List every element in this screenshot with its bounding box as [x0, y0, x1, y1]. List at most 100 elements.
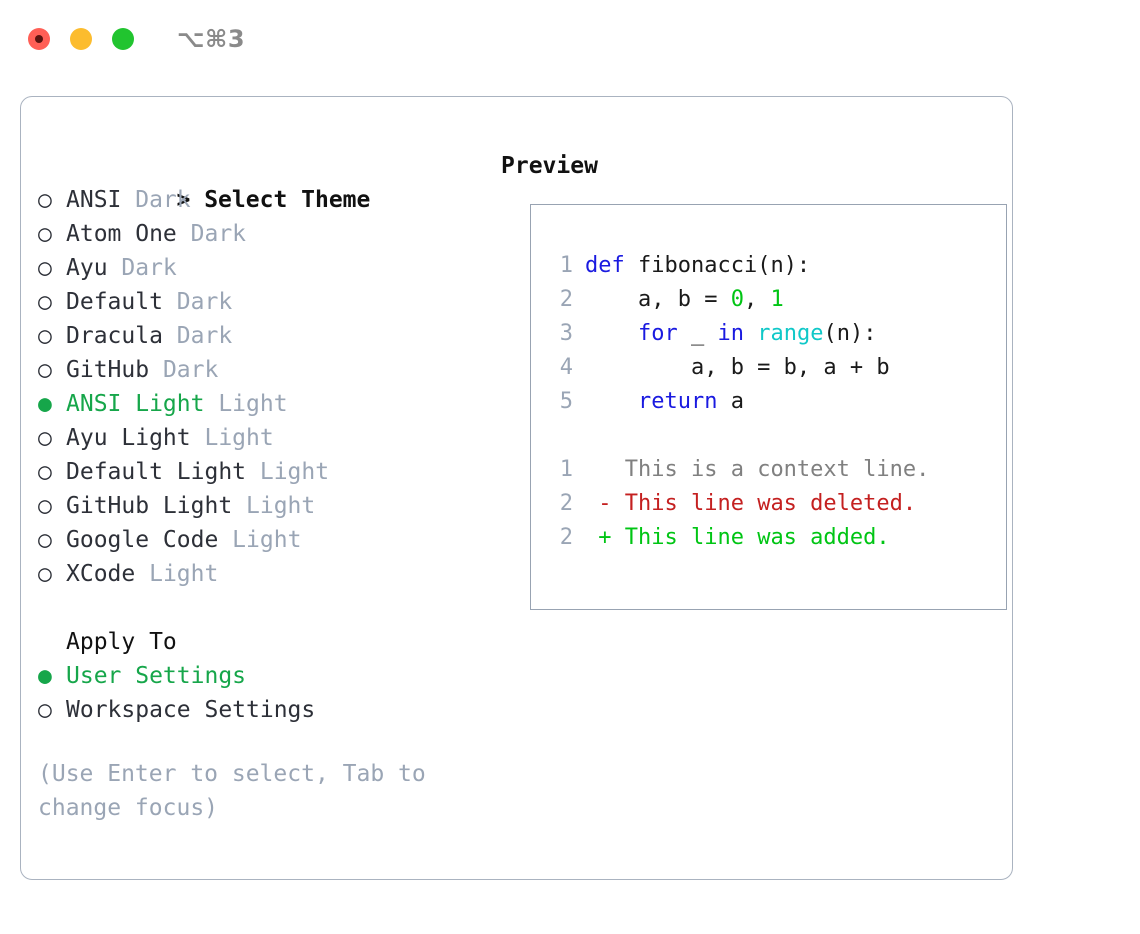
theme-option-ayu[interactable]: ○ Ayu Dark [38, 251, 501, 285]
theme-option-name: GitHub Light [66, 493, 233, 519]
line-number: 2 [559, 491, 573, 516]
theme-option-name: Default Light [66, 459, 247, 485]
code-token-kw: return [637, 389, 718, 414]
code-token-txt: , [743, 287, 771, 312]
theme-option-variant: Dark [107, 255, 177, 281]
radio-unselected-icon: ○ [38, 289, 52, 315]
theme-option-variant: Light [135, 561, 219, 587]
maximize-dot-icon[interactable] [112, 28, 134, 50]
theme-option-name: Dracula [66, 323, 163, 349]
select-theme-header: > Select Theme [38, 149, 501, 213]
theme-option-variant: Dark [176, 221, 247, 247]
theme-option-ansi-light[interactable]: ● ANSI Light Light [38, 387, 501, 421]
diff-sign: - [585, 491, 612, 516]
main-card: > Select Theme ○ANSI Dark○Atom One Dark○… [20, 96, 1013, 880]
code-token-num: 1 [770, 287, 784, 312]
diff-text: This is a context line. [611, 457, 930, 482]
radio-unselected-icon: ○ [38, 425, 52, 451]
radio-unselected-icon: ○ [38, 255, 52, 281]
radio-selected-icon: ● [38, 391, 52, 417]
theme-option-variant: Light [204, 391, 288, 417]
keyboard-shortcut-label: ⌥⌘3 [177, 25, 246, 53]
theme-option-default-light[interactable]: ○ Default Light Light [38, 455, 501, 489]
theme-option-ayu-light[interactable]: ○ Ayu Light Light [38, 421, 501, 455]
theme-option-name: ANSI [66, 187, 122, 213]
theme-option-variant: Light [246, 459, 330, 485]
theme-option-variant: Light [218, 527, 302, 553]
code-token-txt: _ [677, 321, 718, 346]
theme-option-dracula[interactable]: ○Dracula Dark [38, 319, 501, 353]
theme-option-github-light[interactable]: ○ GitHub Light Light [38, 489, 501, 523]
code-token-txt: (n): [823, 321, 877, 346]
theme-option-name: Default [66, 289, 163, 315]
diff-line-del: 2 - This line was deleted. [549, 487, 1006, 521]
radio-unselected-icon: ○ [38, 459, 52, 485]
code-token-txt: fibonacci(n): [624, 253, 811, 278]
apply-to-option-name: User Settings [66, 663, 247, 689]
theme-option-default[interactable]: ○ Default Dark [38, 285, 501, 319]
radio-selected-icon: ● [38, 663, 52, 689]
radio-unselected-icon: ○ [38, 697, 52, 723]
radio-unselected-icon: ○ [38, 493, 52, 519]
diff-sign: + [585, 525, 612, 550]
list-spacer [38, 591, 501, 625]
select-theme-title [190, 187, 204, 213]
close-dot-icon[interactable] [28, 28, 50, 50]
theme-option-name: XCode [66, 561, 136, 587]
select-theme-text: Select Theme [204, 187, 371, 213]
line-number: 3 [559, 321, 573, 346]
line-number: 2 [559, 525, 573, 550]
apply-to-option-workspace-settings[interactable]: ○ Workspace Settings [38, 693, 501, 727]
code-token-txt: a [717, 389, 744, 414]
code-token-kw: def [585, 253, 625, 278]
code-token-txt: a, b = [585, 287, 731, 312]
theme-list: ○ANSI Dark○Atom One Dark○Ayu Dark○Defaul… [38, 183, 501, 591]
line-number: 2 [559, 287, 573, 312]
code-token-num: 0 [730, 287, 744, 312]
diff-line-add: 2 + This line was added. [549, 521, 1006, 555]
radio-unselected-icon: ○ [38, 221, 52, 247]
theme-option-google-code[interactable]: ○ Google Code Light [38, 523, 501, 557]
line-number: 4 [559, 355, 573, 380]
apply-to-option-user-settings[interactable]: ● User Settings [38, 659, 501, 693]
code-token-kw: in [717, 321, 744, 346]
diff-sign [585, 457, 612, 482]
theme-option-name: Ayu [66, 255, 108, 281]
code-line: 4 a, b = b, a + b [549, 351, 1006, 385]
keyboard-hint: (Use Enter to select, Tab to change focu… [38, 761, 426, 821]
theme-option-xcode[interactable]: ○XCode Light [38, 557, 501, 591]
diff-line-ctx: 1 This is a context line. [549, 453, 1006, 487]
theme-option-variant: Dark [162, 323, 233, 349]
theme-picker-pane: > Select Theme ○ANSI Dark○Atom One Dark○… [21, 97, 501, 879]
theme-option-name: Google Code [66, 527, 219, 553]
theme-option-atom-one[interactable]: ○Atom One Dark [38, 217, 501, 251]
minimize-dot-icon[interactable] [70, 28, 92, 50]
theme-option-variant: Dark [149, 357, 219, 383]
panes: > Select Theme ○ANSI Dark○Atom One Dark○… [21, 97, 1012, 879]
theme-option-ansi[interactable]: ○ ANSI Dark [38, 183, 501, 217]
theme-option-name: ANSI Light [66, 391, 205, 417]
radio-unselected-icon: ○ [38, 527, 52, 553]
theme-option-variant: Dark [121, 187, 191, 213]
theme-option-name: GitHub [66, 357, 150, 383]
theme-option-variant: Light [232, 493, 316, 519]
theme-option-github[interactable]: ○ GitHub Dark [38, 353, 501, 387]
theme-option-name: Ayu Light [66, 425, 191, 451]
code-line: 2 a, b = 0, 1 [549, 283, 1006, 317]
apply-to-header: Apply To [66, 629, 177, 655]
diff-sample: 1 This is a context line.2 - This line w… [549, 453, 1006, 555]
theme-option-variant: Dark [162, 289, 233, 315]
apply-to-option-name: Workspace Settings [66, 697, 316, 723]
window-controls [28, 28, 134, 50]
theme-option-variant: Light [190, 425, 274, 451]
code-token-fn: range [757, 321, 824, 346]
code-token-txt [585, 321, 638, 346]
radio-unselected-icon: ○ [38, 357, 52, 383]
preview-title: Preview [501, 153, 598, 179]
diff-text: This line was deleted. [611, 491, 917, 516]
diff-text: This line was added. [611, 525, 890, 550]
radio-unselected-icon: ○ [38, 187, 52, 213]
